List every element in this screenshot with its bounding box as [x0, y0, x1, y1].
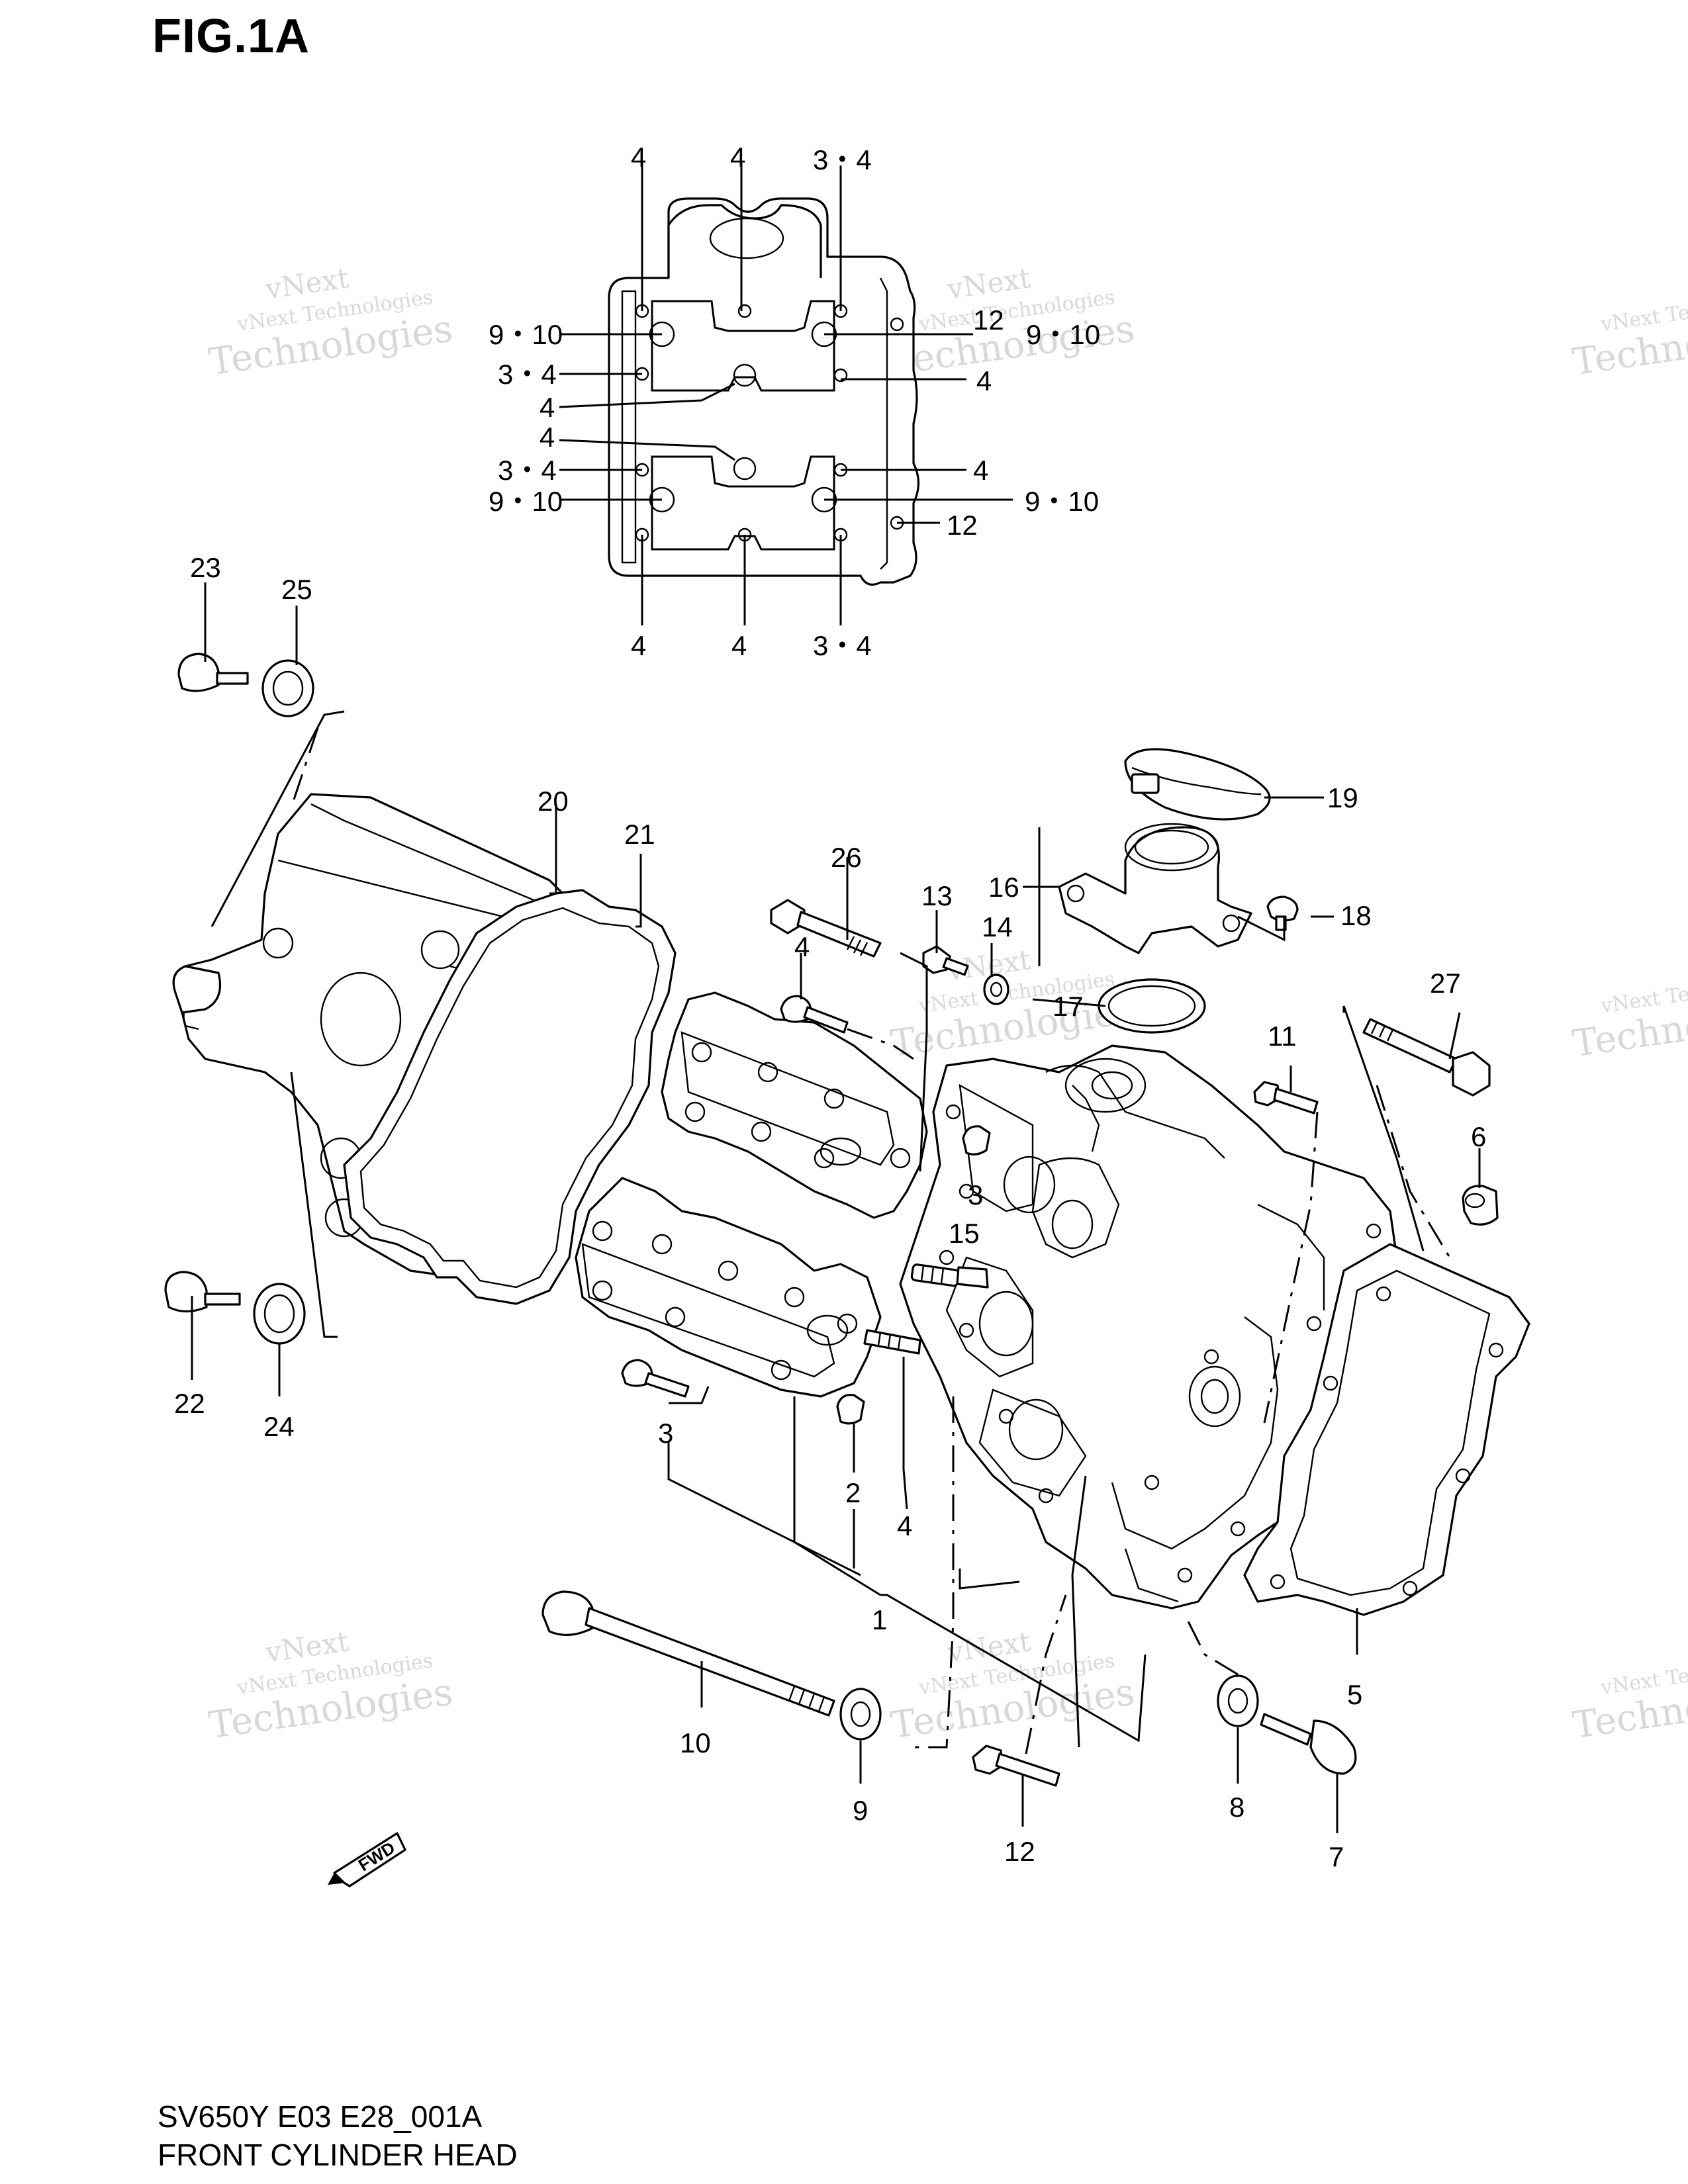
pattern-label: 4 — [973, 455, 988, 486]
dowel-2 — [836, 1394, 865, 1425]
bolt-12 — [972, 1745, 1060, 1787]
pattern-label: 9・10 — [1026, 319, 1100, 350]
side-cover-gasket — [1243, 1243, 1530, 1616]
cylinder-head — [899, 1044, 1398, 1610]
bolt-27 — [1362, 1018, 1491, 1097]
washer-24 — [253, 1283, 306, 1345]
callout-8: 8 — [1229, 1792, 1244, 1823]
pattern-label: 4 — [539, 422, 555, 453]
pattern-label: 4 — [976, 365, 992, 396]
callout-19: 19 — [1327, 782, 1358, 813]
callout-26: 26 — [831, 842, 862, 873]
part-callouts: 23 25 20 21 26 13 14 4 16 17 19 18 27 11… — [174, 552, 1486, 1872]
pattern-label: 4 — [730, 142, 745, 173]
callout-1: 1 — [872, 1604, 887, 1635]
bolt-11 — [1253, 1081, 1319, 1115]
model-code: SV650Y E03 E28_001A — [158, 2099, 483, 2134]
pattern-label: 4 — [631, 630, 646, 661]
dowel-3-upper — [962, 1125, 991, 1156]
pattern-callouts: 4 4 3・4 9・10 12 9・10 3・4 4 4 4 3・4 4 9・1… — [489, 142, 1100, 661]
callout-15: 15 — [949, 1218, 980, 1249]
spark-plug-15 — [910, 1263, 989, 1289]
callout-7: 7 — [1329, 1841, 1344, 1872]
callout-13: 13 — [921, 880, 953, 911]
callout-18: 18 — [1340, 900, 1372, 931]
bolt-3-lower — [621, 1359, 690, 1398]
callout-11: 11 — [1268, 1021, 1297, 1052]
camshaft-housing-upper — [661, 991, 928, 1219]
pattern-label: 3・4 — [498, 455, 557, 486]
cover-gasket — [343, 889, 677, 1305]
washer-14 — [983, 974, 1009, 1005]
stud-bolt — [863, 1329, 921, 1355]
cap-25 — [261, 659, 314, 717]
callout-3: 3 — [658, 1418, 673, 1449]
pattern-label: 9・10 — [1025, 486, 1099, 517]
callout-2: 2 — [845, 1477, 861, 1508]
bolt-4-upper — [780, 995, 849, 1034]
leader-lines — [191, 582, 1481, 1833]
pattern-label: 3・4 — [813, 144, 872, 175]
intake-o-ring — [1098, 978, 1206, 1034]
callout-27: 27 — [1430, 968, 1461, 999]
callout-10: 10 — [680, 1727, 711, 1758]
callout-17: 17 — [1053, 991, 1084, 1022]
pattern-label: 9・10 — [489, 319, 563, 350]
fwd-arrow: FWD — [328, 1832, 406, 1888]
washer-9 — [839, 1688, 882, 1741]
camshaft-housing-lower — [575, 1177, 882, 1398]
bolt-23 — [177, 653, 249, 692]
callout-20: 20 — [538, 786, 569, 817]
bolt-7 — [1260, 1713, 1357, 1775]
pattern-label: 12 — [973, 304, 1004, 336]
callout-24: 24 — [263, 1411, 295, 1442]
bolt-10 — [541, 1590, 835, 1717]
callout-5: 5 — [1347, 1679, 1362, 1710]
callout-22: 22 — [174, 1388, 205, 1419]
pattern-label: 4 — [631, 142, 646, 173]
pattern-label: 3・4 — [498, 359, 557, 390]
callout-4-stud: 4 — [897, 1510, 912, 1541]
callout-25: 25 — [281, 574, 312, 605]
callout-4-bolt: 4 — [794, 931, 810, 962]
bolt-18 — [1266, 895, 1299, 931]
callout-21: 21 — [624, 819, 655, 850]
pattern-label: 4 — [539, 392, 555, 423]
hose-clamp — [1124, 748, 1271, 821]
callout-14: 14 — [982, 911, 1013, 942]
callout-16: 16 — [988, 872, 1019, 903]
figure-name: FRONT CYLINDER HEAD — [158, 2138, 518, 2172]
callout-12: 12 — [1004, 1836, 1035, 1867]
callout-9: 9 — [853, 1795, 868, 1826]
dowel-6 — [1462, 1185, 1499, 1226]
intake-pipe — [1058, 823, 1252, 954]
pattern-label: 12 — [947, 510, 978, 541]
callout-3-upper: 3 — [968, 1179, 983, 1210]
washer-8 — [1217, 1674, 1259, 1727]
pattern-label: 3・4 — [813, 630, 872, 661]
callout-6: 6 — [1471, 1121, 1486, 1152]
bolt-22 — [164, 1271, 241, 1313]
bolt-26 — [770, 899, 882, 958]
callout-23: 23 — [190, 552, 221, 583]
figure-title: FIG.1A — [152, 10, 310, 63]
pattern-label: 4 — [731, 630, 747, 661]
pattern-label: 9・10 — [489, 486, 563, 517]
bolt-pattern-diagram: 4 4 3・4 9・10 12 9・10 3・4 4 4 4 3・4 4 9・1… — [489, 142, 1100, 661]
